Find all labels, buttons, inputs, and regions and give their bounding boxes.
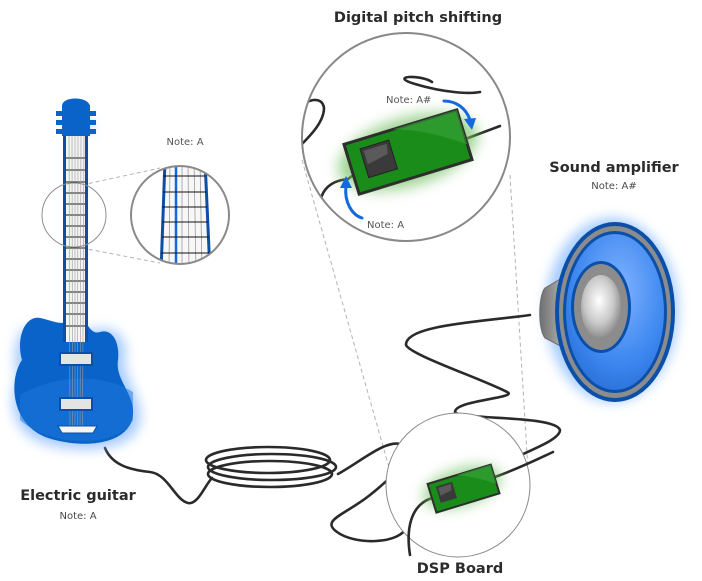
amplifier-note: Note: A# <box>591 181 636 192</box>
cables <box>103 313 562 543</box>
speaker-icon <box>539 218 678 402</box>
dsp-note-in: Note: A <box>367 220 404 231</box>
arrow-in-icon <box>344 184 364 220</box>
electric-guitar-icon <box>12 98 141 450</box>
amplifier-label: Sound amplifier <box>549 160 679 176</box>
dsp-board-label: DSP Board <box>417 561 503 577</box>
guitar-note: Note: A <box>59 511 96 522</box>
circuit-board-icon <box>342 108 474 196</box>
guitar-label: Electric guitar <box>20 488 136 504</box>
dsp-magnifier <box>301 32 511 242</box>
dsp-note-out: Note: A# <box>386 95 431 106</box>
circuit-board-icon <box>426 463 501 514</box>
fretboard-magnifier-icon <box>130 165 230 265</box>
arrow-out-icon <box>442 99 472 122</box>
dsp-board <box>385 412 555 558</box>
diagram-title: Digital pitch shifting <box>334 10 502 26</box>
fretboard-note: Note: A <box>166 137 203 148</box>
